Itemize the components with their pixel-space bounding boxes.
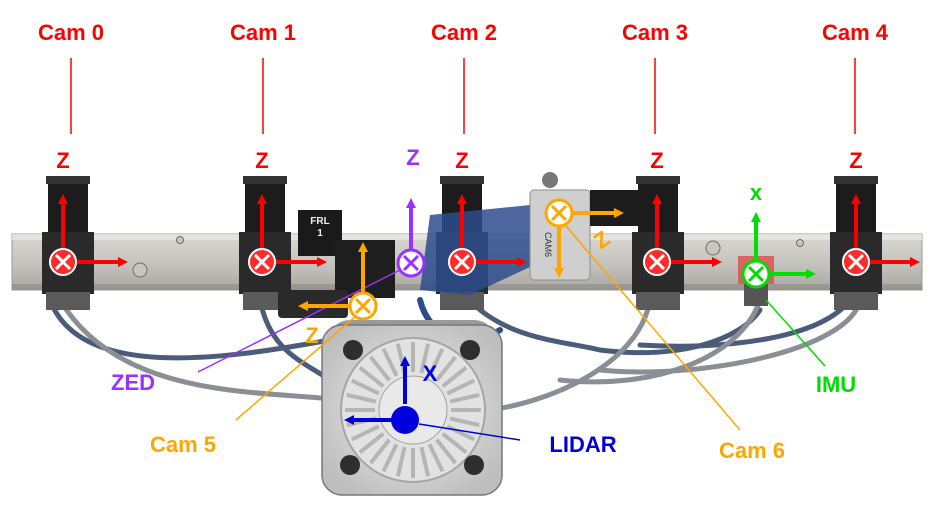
lidar-x-label: X bbox=[423, 361, 438, 386]
frl-tag-line1: FRL bbox=[310, 216, 329, 227]
zed-label: ZED bbox=[111, 370, 155, 395]
cam5-label: Cam 5 bbox=[150, 432, 216, 457]
imu-frame: x IMU bbox=[741, 180, 856, 397]
lidar-fin bbox=[395, 446, 407, 477]
imu-connector bbox=[744, 284, 768, 306]
cam2-label: Cam 2 bbox=[431, 20, 497, 45]
cam5-z-label: Z bbox=[305, 323, 318, 348]
cam6-label: Cam 6 bbox=[719, 438, 785, 463]
lidar-frame: X LIDAR bbox=[344, 356, 617, 457]
cam1-z-label: Z bbox=[255, 148, 268, 173]
cam1-frame: Z bbox=[248, 148, 327, 276]
cam3-z-label: Z bbox=[650, 148, 663, 173]
cam2-frame: Z bbox=[448, 148, 527, 276]
cam0-label: Cam 0 bbox=[38, 20, 104, 45]
lidar-fin bbox=[449, 392, 480, 404]
rail-bolts bbox=[132, 236, 804, 278]
hardware-illustration: FRL 1 CAM6 bbox=[11, 172, 923, 496]
blue-bracket bbox=[420, 205, 545, 295]
zed-frame: Z ZED bbox=[111, 145, 426, 395]
lidar-fin bbox=[350, 424, 380, 442]
lidar-fin bbox=[346, 392, 377, 404]
lidar-fin bbox=[449, 416, 480, 428]
cam4-z-label: Z bbox=[849, 148, 862, 173]
lidar-leader-line bbox=[418, 423, 521, 441]
cam4-label: Cam 4 bbox=[822, 20, 889, 45]
cam0-frame: Z bbox=[49, 148, 128, 276]
frl-mount-block bbox=[298, 210, 342, 256]
lidar-fin bbox=[441, 366, 468, 388]
cam3-frame: Z bbox=[643, 148, 722, 276]
lidar-fin bbox=[435, 355, 457, 382]
cables bbox=[47, 287, 863, 413]
lidar-fin bbox=[419, 343, 431, 374]
cam2-z-label: Z bbox=[455, 148, 468, 173]
imu-label: IMU bbox=[816, 372, 856, 397]
imu-leader-line bbox=[765, 299, 826, 367]
cam6-knob bbox=[542, 172, 558, 188]
lidar-fin bbox=[381, 443, 399, 473]
cam0-z-label: Z bbox=[56, 148, 69, 173]
camera-axes: Z Z Z Z Z bbox=[49, 148, 920, 276]
lidar-fin bbox=[369, 355, 391, 382]
cam6-leader-line bbox=[565, 225, 741, 431]
cam5-leader-line bbox=[235, 315, 357, 421]
lidar-fin bbox=[350, 378, 380, 396]
zed-z-label: Z bbox=[406, 145, 419, 170]
imu-x-label: x bbox=[750, 180, 763, 205]
lidar-fin bbox=[381, 347, 399, 377]
lidar-fin bbox=[358, 366, 385, 388]
lidar-fin bbox=[435, 438, 457, 465]
lidar-unit bbox=[321, 320, 503, 496]
lidar-fin bbox=[369, 438, 391, 465]
lidar-fin bbox=[446, 378, 476, 396]
cam4-frame: Z bbox=[842, 148, 920, 276]
cam6-frame: Z Cam 6 bbox=[544, 198, 785, 463]
cam5-frame: Z Cam 5 bbox=[150, 242, 378, 457]
cam3-label: Cam 3 bbox=[622, 20, 688, 45]
lidar-fin bbox=[427, 443, 445, 473]
lidar-fin bbox=[441, 432, 468, 454]
lidar-label: LIDAR bbox=[549, 432, 616, 457]
lidar-fin bbox=[358, 432, 385, 454]
cam6-lens bbox=[590, 190, 650, 226]
camera-labels: Cam 0 Cam 1 Cam 2 Cam 3 Cam 4 bbox=[38, 20, 889, 134]
frl-tag-line2: 1 bbox=[317, 228, 323, 239]
cam1-label: Cam 1 bbox=[230, 20, 296, 45]
lidar-fin bbox=[427, 347, 445, 377]
camera-leader-lines bbox=[70, 58, 856, 134]
zed-leader-line bbox=[197, 269, 401, 373]
lidar-fin bbox=[419, 446, 431, 477]
cam6-housing-text: CAM6 bbox=[543, 232, 553, 257]
